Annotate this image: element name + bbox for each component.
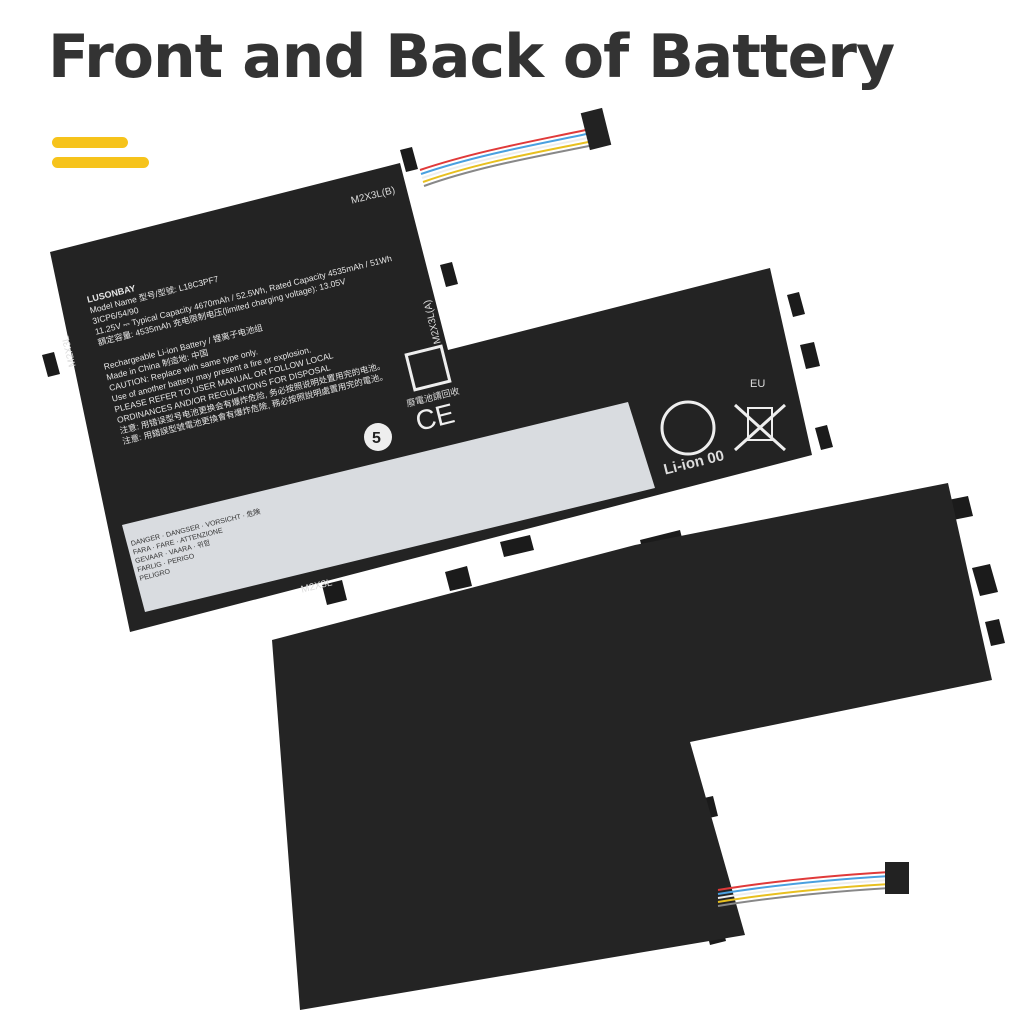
accent-bar	[52, 137, 128, 148]
svg-text:5: 5	[372, 430, 381, 447]
front-battery: 5 CE	[42, 107, 833, 632]
warning-word: 危険	[246, 508, 262, 519]
warning-word: 위험	[196, 539, 211, 550]
page-title: Front and Back of Battery	[48, 22, 895, 92]
accent-bar	[52, 157, 149, 168]
eu-text: EU	[750, 378, 766, 390]
back-battery	[272, 483, 1005, 1010]
